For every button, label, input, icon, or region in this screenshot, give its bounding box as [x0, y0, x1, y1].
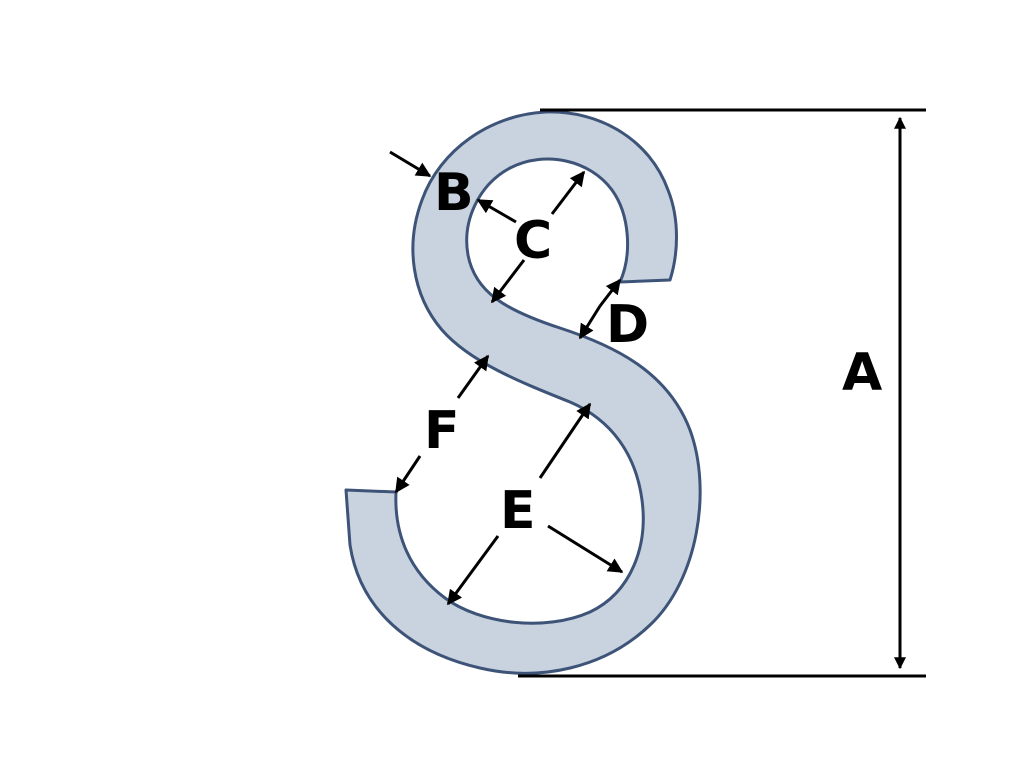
s-hook [344, 110, 702, 675]
dimension-b: B [389, 150, 474, 223]
label-b: B [434, 163, 474, 223]
f-arrow-upper [456, 354, 490, 399]
label-f: F [424, 401, 460, 461]
dimension-e: E [446, 402, 624, 606]
label-e: E [500, 481, 536, 541]
label-d: D [606, 295, 649, 355]
dimension-d: D [578, 278, 649, 355]
dimension-c: C [476, 170, 586, 304]
dimension-a: A [518, 108, 926, 678]
label-c: C [514, 211, 552, 271]
dimension-f: F [394, 354, 490, 494]
f-arrow-lower [394, 455, 422, 494]
thickness-pointer-arrow [389, 150, 432, 178]
e-arrow-upper [538, 402, 592, 479]
e-arrow-lower-right [547, 524, 624, 574]
label-a: A [842, 343, 882, 403]
s-hook-body [344, 110, 702, 675]
d-arrow-up [598, 278, 622, 307]
c-arrow-left [476, 198, 517, 224]
d-arrow [578, 305, 602, 340]
e-arrow-lower-left [446, 535, 500, 606]
c-arrow-upper [550, 170, 586, 215]
c-arrow-lower [490, 259, 526, 304]
